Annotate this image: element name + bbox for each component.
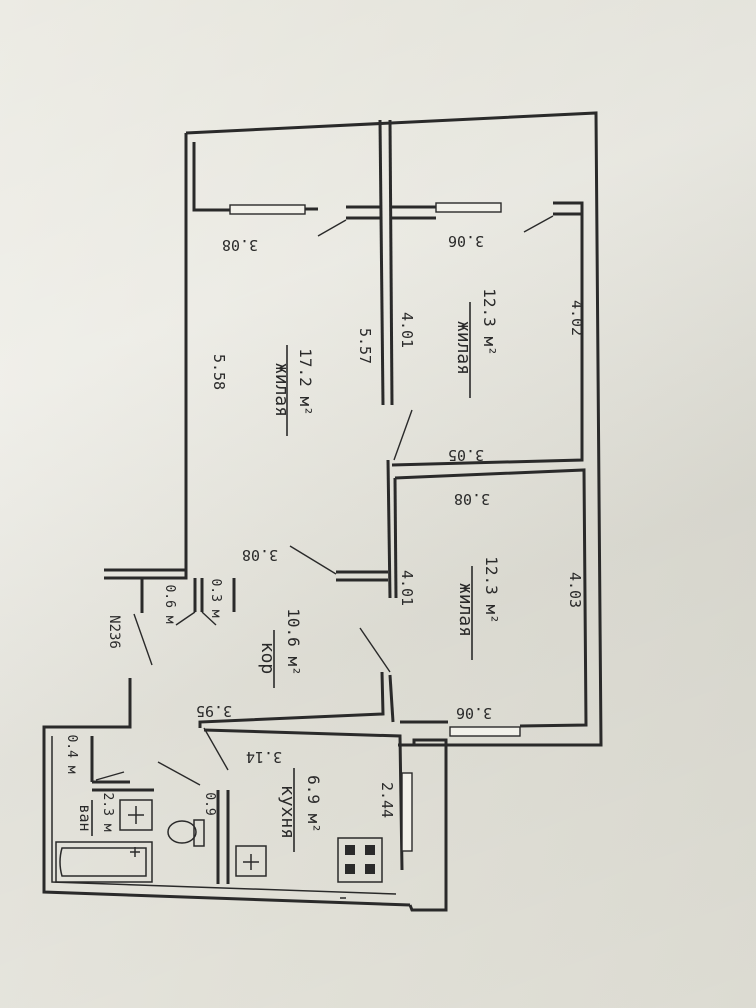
dim-kitchen-a: 3.14	[246, 748, 282, 766]
dim-corridor: 3.95	[196, 702, 232, 720]
plan-number: N236	[106, 615, 122, 649]
stove-icon	[337, 837, 383, 883]
height-living3-top: 3.08	[454, 490, 490, 508]
labels: 3.08 5.58 5.57 жилая 17.2 м² 3.06 4.01 4…	[64, 232, 586, 852]
dim-living1-b: 5.57	[356, 328, 374, 364]
room-area-corridor: 10.6 м²	[284, 608, 303, 675]
toilet-tank-icon	[193, 819, 205, 847]
room-name-living2: жилая	[453, 321, 474, 375]
height-living1: 3.08	[222, 236, 258, 254]
room-name-living1: жилая	[271, 363, 292, 417]
dim-living3-b: 4.03	[566, 572, 584, 608]
room-name-living3: жилая	[455, 583, 476, 637]
dim-living3-a: 4.01	[398, 570, 416, 606]
dim-living1-a: 5.58	[210, 354, 228, 390]
height-living2-top: 3.06	[448, 232, 484, 250]
room-area-living2: 12.3 м²	[480, 288, 499, 355]
height-living2-bottom: 3.05	[448, 446, 484, 464]
doors	[95, 215, 554, 786]
window-1	[229, 204, 306, 215]
room-name-bathroom: ван	[76, 804, 94, 831]
burner-icon	[365, 845, 375, 855]
dim-living2-b: 4.02	[568, 300, 586, 336]
room-area-bathroom: 2.3 м	[100, 792, 115, 831]
room-name-kitchen: кухня	[277, 785, 298, 839]
dim-bathroom-b: 0.9	[202, 792, 217, 815]
windows	[229, 202, 521, 852]
washbasin-icon	[119, 799, 153, 831]
dim-kitchen-b: 2.44	[378, 782, 396, 818]
room-area-living1: 17.2 м²	[296, 348, 315, 415]
burner-icon	[345, 864, 355, 874]
room-area-kitchen: 6.9 м²	[304, 775, 323, 833]
interior-walls	[55, 119, 588, 884]
height-living3-bottom: 3.06	[456, 704, 492, 722]
window-3	[449, 726, 521, 737]
burner-icon	[345, 845, 355, 855]
dim-bathroom: 0.4 м	[64, 734, 79, 773]
window-4	[401, 772, 413, 852]
closet-b: 0.3 м	[208, 578, 223, 617]
room-area-living3: 12.3 м²	[482, 556, 501, 623]
room-name-corridor: кор	[257, 642, 278, 675]
kitchen-sink-icon	[235, 845, 267, 877]
fixtures	[119, 799, 383, 899]
dim-living2-a: 4.01	[398, 312, 416, 348]
toilet-icon	[167, 820, 197, 844]
height-corridor: 3.08	[242, 546, 278, 564]
burner-icon	[365, 864, 375, 874]
closet-a: 0.6 м	[162, 584, 177, 623]
window-2	[435, 202, 502, 213]
